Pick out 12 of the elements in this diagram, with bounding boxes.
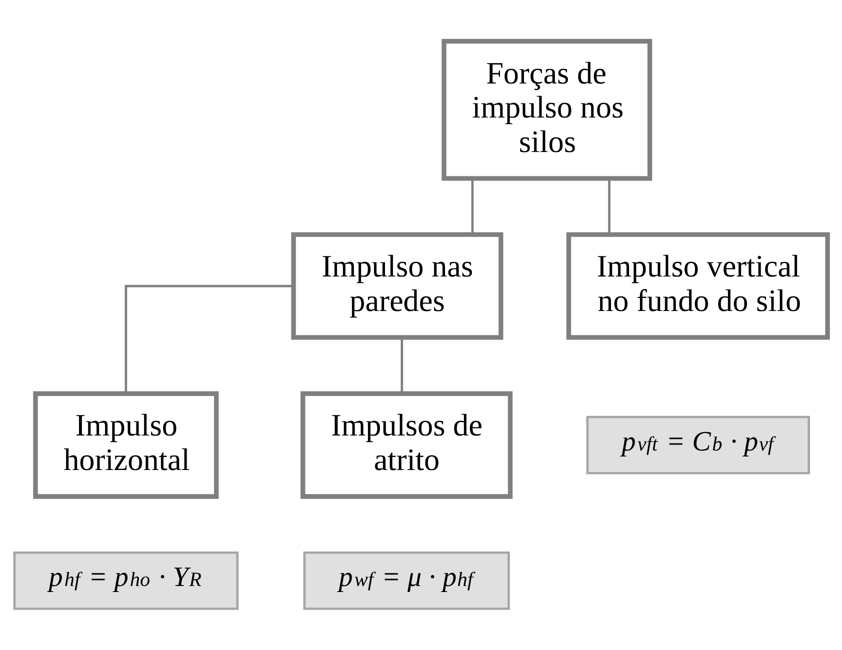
node-box: Impulso vertical no fundo do silo (566, 232, 830, 340)
connector (400, 338, 404, 394)
connector (124, 284, 294, 394)
node-box: Impulsos de atrito (300, 391, 513, 499)
connector (608, 178, 610, 234)
node-box: phf = pho · YR (13, 551, 239, 610)
node-box: Impulso horizontal (33, 391, 219, 499)
node-box: Impulso nas paredes (291, 232, 504, 340)
node-box: Forças de impulso nos silos (442, 38, 652, 181)
node-box: pvft = Cb · pvf (586, 416, 810, 474)
node-box: pwf = μ · phf (303, 551, 510, 610)
connector (471, 178, 474, 234)
